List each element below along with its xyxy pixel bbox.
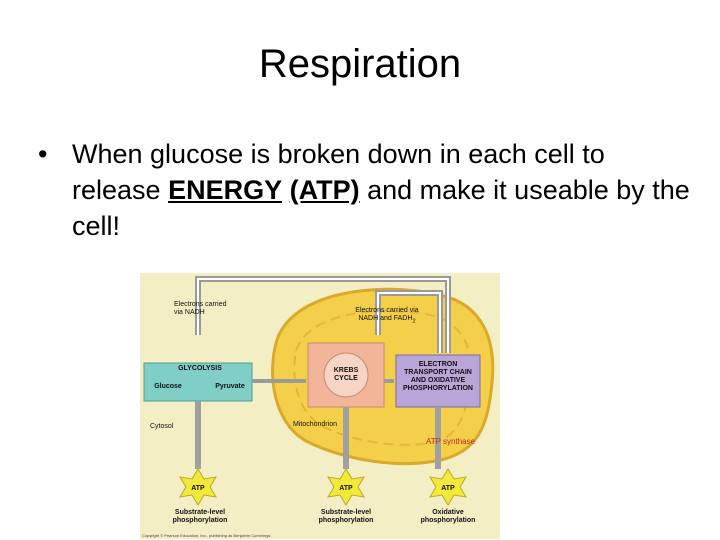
atp-label-1: ATP — [191, 485, 205, 492]
glucose-label: Glucose — [154, 383, 182, 390]
bullet-text-part1: When glucose is broken down in each cell… — [72, 139, 605, 205]
copyright-notice: Copyright © Pearson Education, Inc., pub… — [142, 533, 272, 538]
substrate-level-label-2: Substrate-level phosphorylation — [318, 509, 374, 524]
electrons-nadh-fadh2-label: Electrons carried via NADH and FADH2 — [352, 307, 422, 325]
electrons-nadh-label: Electrons carried via NADH — [174, 301, 227, 316]
atp-synthase-label: ATP synthase — [426, 437, 476, 446]
bullet-marker: • — [38, 139, 48, 169]
etc-label: ELECTRON TRANSPORT CHAIN AND OXIDATIVE P… — [402, 361, 473, 392]
slide-title: Respiration — [258, 42, 462, 86]
atp-label-3: ATP — [441, 485, 455, 492]
energy-keyword: ENERGY — [168, 175, 283, 205]
cytosol-label: Cytosol — [150, 423, 174, 430]
etc-box — [395, 354, 481, 408]
mitochondrion-label: Mitochondrion — [293, 421, 337, 428]
respiration-diagram: Electrons carried via NADH Electrons car… — [140, 273, 500, 539]
bullet-text-part2: and make it useable by the cell! — [72, 175, 690, 241]
bullet-space — [282, 175, 290, 205]
electrons-nadh-fadh2-text: Electrons carried via NADH and FADH — [355, 307, 419, 322]
bullet-text: When glucose is broken down in each cell… — [72, 136, 692, 244]
mitochondrion-inner — [293, 310, 472, 446]
atp-keyword: (ATP) — [289, 175, 360, 205]
atp-stars — [179, 468, 467, 506]
oxidative-phosphorylation-label: Oxidative phosphorylation — [420, 509, 476, 524]
diagram-graphics — [143, 276, 495, 506]
atp-arrows — [195, 401, 441, 469]
glycolysis-label: GLYCOLYSIS — [178, 365, 222, 372]
substrate-level-label-1: Substrate-level phosphorylation — [172, 509, 228, 524]
fadh2-subscript: 2 — [412, 318, 416, 325]
pyruvate-label: Pyruvate — [215, 383, 245, 390]
krebs-cycle-circle — [323, 352, 369, 398]
atp-label-2: ATP — [339, 485, 353, 492]
krebs-cycle-label: KREBS CYCLE — [333, 367, 359, 382]
